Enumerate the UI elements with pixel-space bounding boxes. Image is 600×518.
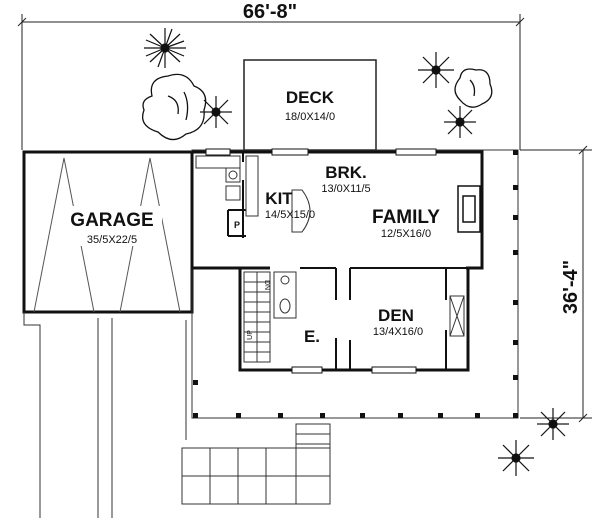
- tree-icon: [141, 73, 207, 141]
- kitchen-counters: [195, 155, 311, 233]
- driveway: [23, 312, 187, 518]
- kit-name: KIT: [265, 189, 293, 208]
- stairs-down-label: DN: [263, 280, 270, 290]
- den-size: 13/4X16/0: [373, 326, 423, 338]
- stairs: [243, 271, 271, 363]
- family-name: FAMILY: [372, 207, 440, 228]
- porch-posts: [193, 150, 518, 418]
- pantry-label: P: [234, 220, 240, 230]
- brk-name: BRK.: [325, 163, 367, 182]
- den-name: DEN: [378, 306, 414, 325]
- family-size: 12/5X16/0: [381, 228, 431, 240]
- kitchen-walls: [227, 152, 246, 238]
- dimension-width-label: 66'-8": [243, 1, 297, 23]
- powder-room: [273, 271, 297, 319]
- deck-name: DECK: [286, 88, 335, 107]
- kit-size: 14/5X15/0: [265, 209, 315, 221]
- garage-name: GARAGE: [70, 210, 153, 231]
- front-steps: [295, 423, 331, 505]
- den-walls: [300, 267, 466, 370]
- entry-name: E.: [304, 327, 320, 346]
- deck: [243, 59, 377, 151]
- stairs-up-label: UP: [247, 330, 254, 340]
- den-closet: [449, 295, 465, 337]
- dimension-depth-label: 36'-4": [560, 260, 582, 314]
- porch: [191, 149, 519, 419]
- deck-size: 18/0X14/0: [285, 111, 335, 123]
- lower-windows: [291, 366, 417, 374]
- shrub-icon: [144, 28, 186, 68]
- garage-name-backdrop: [62, 206, 162, 246]
- walkway: [181, 447, 331, 505]
- shrub-icon: [498, 440, 534, 476]
- garage-size: 35/5X22/5: [87, 234, 137, 246]
- brk-size: 13/0X11/5: [321, 183, 370, 195]
- tree-icon: [454, 68, 493, 108]
- shrub-icon: [444, 106, 476, 138]
- dimension-width: [17, 14, 525, 150]
- shrub-icon: [418, 52, 454, 88]
- dimension-depth: [520, 145, 592, 423]
- top-windows: [205, 148, 437, 156]
- fireplace: [457, 185, 481, 233]
- lower-block-walls: [238, 266, 470, 372]
- shrub-icon: [200, 96, 232, 128]
- shrub-icon: [537, 408, 569, 440]
- main-house-walls: [190, 150, 484, 270]
